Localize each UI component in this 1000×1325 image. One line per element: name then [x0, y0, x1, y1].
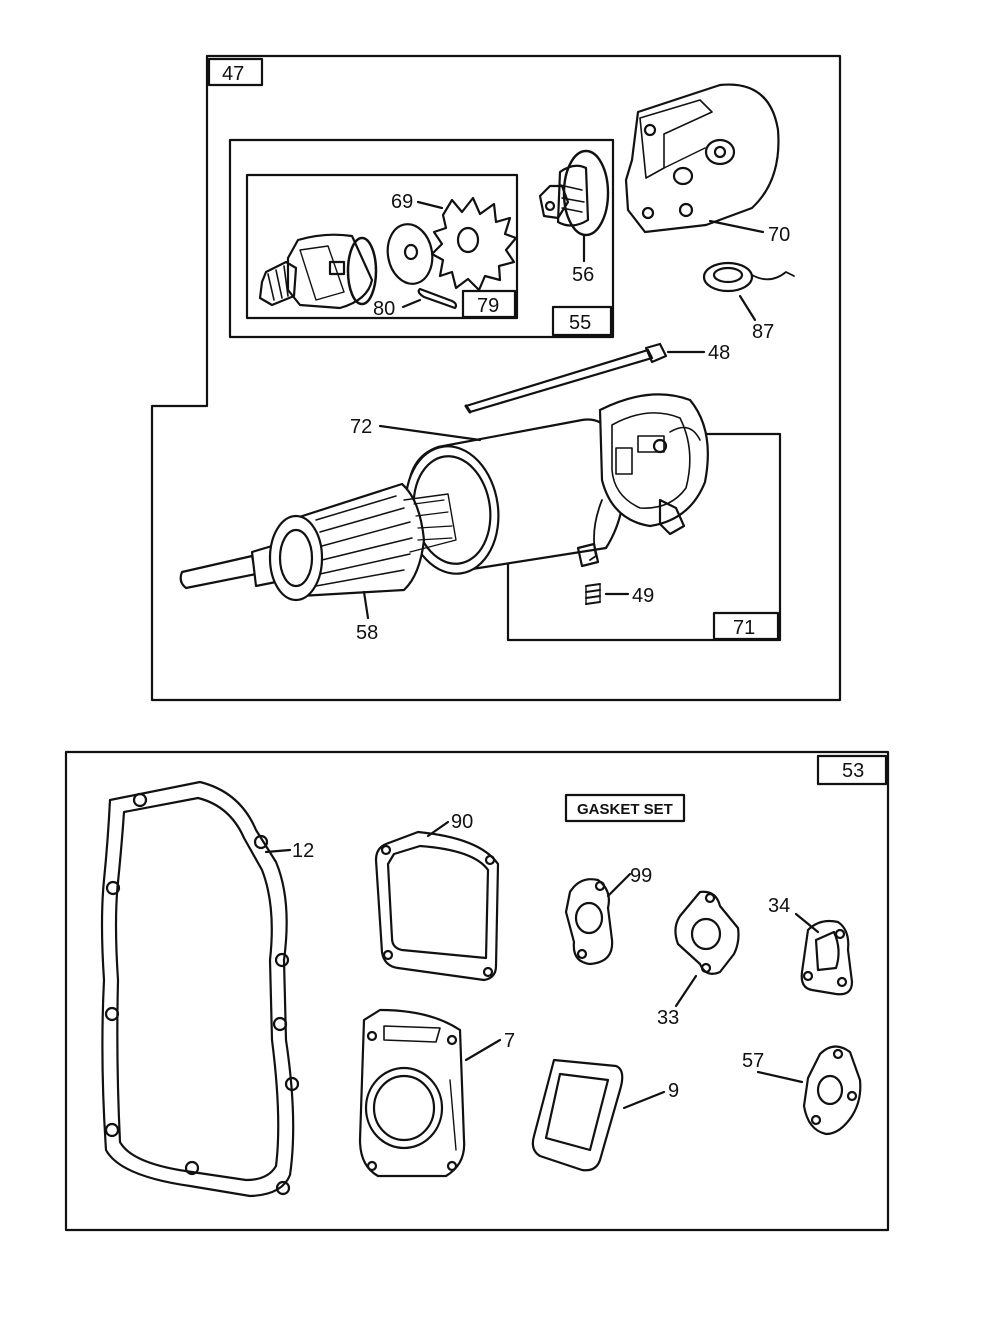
intake-gasket: [531, 1058, 624, 1172]
washer: [386, 223, 434, 285]
part-58-label: 58: [356, 622, 378, 644]
part-69-label: 69: [391, 191, 413, 213]
part-48-label: 48: [708, 342, 730, 364]
gasket-set-label-box: [564, 793, 686, 823]
seal: [702, 261, 795, 293]
part-33-label: 33: [657, 1007, 679, 1029]
part-34-label: 34: [768, 895, 790, 917]
part-80-label: 80: [373, 298, 395, 320]
box-53-label: 53: [842, 760, 864, 782]
starter-group: 47 55 79 69: [150, 54, 842, 702]
part-7-label: 7: [504, 1030, 515, 1052]
part-70-label: 70: [768, 224, 790, 246]
end-cap: [624, 83, 780, 234]
motor-housing: [404, 418, 626, 575]
part-56-label: 56: [572, 264, 594, 286]
armature: [179, 482, 457, 602]
rocker-cover-gasket: [374, 830, 500, 982]
box-53-tag: [816, 754, 888, 786]
gasket-99: [564, 878, 614, 966]
box-47-tag: [207, 57, 264, 87]
box-79-label: 79: [477, 295, 499, 317]
pinion-gear: [430, 196, 518, 292]
part-72-label: 72: [350, 416, 372, 438]
roll-pin: [417, 287, 458, 310]
brush-end-plate: [576, 393, 709, 568]
gasket-group-frame: [64, 750, 890, 1232]
through-bolt: [464, 342, 668, 414]
gasket-set-title: GASKET SET: [577, 801, 673, 818]
box-55-label: 55: [569, 312, 591, 334]
gasket-57: [802, 1045, 862, 1136]
box-71-label: 71: [733, 617, 755, 639]
gasket-33: [674, 890, 740, 975]
part-99-label: 99: [630, 865, 652, 887]
part-49-label: 49: [632, 585, 654, 607]
drive-nut: [538, 149, 610, 237]
part-57-label: 57: [742, 1050, 764, 1072]
drive-assembly-box: [228, 138, 615, 339]
part-90-label: 90: [451, 811, 473, 833]
box-79-tag: [461, 289, 517, 319]
crankcase-gasket: [100, 780, 300, 1198]
part-87-label: 87: [752, 321, 774, 343]
gasket-group: 53 GASKET SET 12 90 99: [64, 750, 890, 1232]
starter-group-frame: [150, 54, 842, 702]
part-9-label: 9: [668, 1080, 679, 1102]
brush-spring: [585, 583, 601, 605]
part-12-label: 12: [292, 840, 314, 862]
gasket-34: [800, 919, 854, 996]
head-gasket: [358, 1008, 466, 1178]
box-47-label: 47: [222, 63, 244, 85]
drive-clutch-housing: [258, 233, 378, 310]
box-55-tag: [551, 305, 613, 337]
box-71-tag: [712, 611, 780, 641]
pinion-box: [245, 173, 519, 320]
brush-box: [506, 432, 782, 642]
